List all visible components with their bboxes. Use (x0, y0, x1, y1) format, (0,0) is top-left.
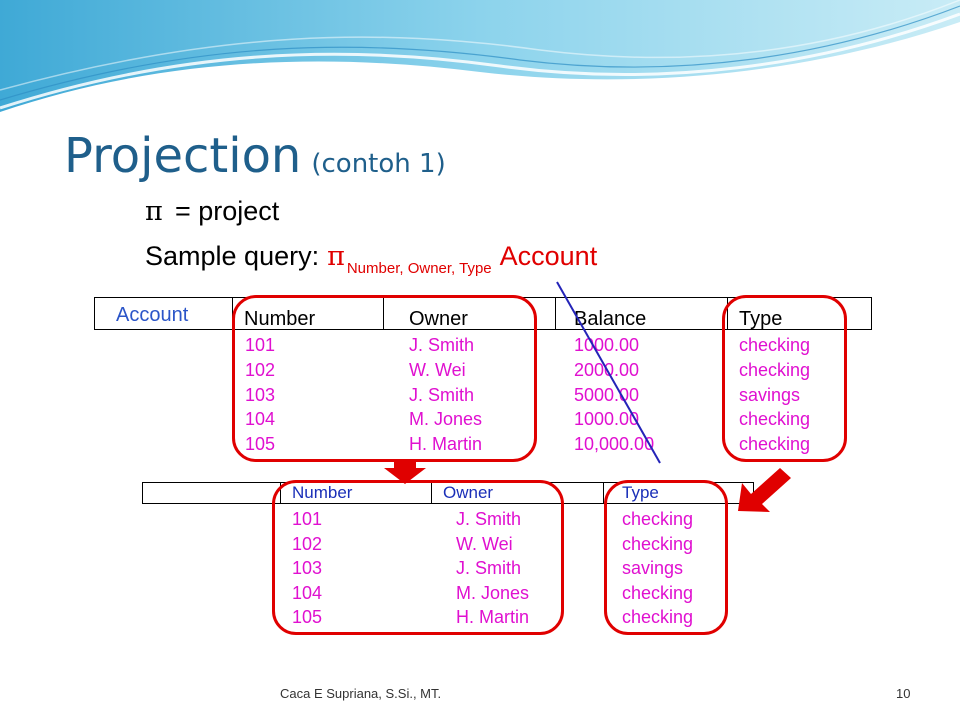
result-column-type: checking checking savings checking check… (622, 507, 693, 630)
content-area (88, 196, 878, 642)
table-cell: 103 (292, 558, 323, 578)
source-column-owner: J. Smith W. Wei J. Smith M. Jones H. Mar… (409, 333, 482, 457)
title-subtitle: (contoh 1) (311, 149, 446, 179)
highlight-type-source (722, 295, 847, 462)
source-header-owner: Owner (409, 308, 468, 330)
table-cell: 1000.00 (574, 409, 640, 430)
table-cell: 103 (245, 384, 276, 405)
table-cell: checking (739, 434, 811, 454)
footer-author: Caca E Supriana, S.Si., MT. (280, 686, 442, 701)
result-column-owner: J. Smith W. Wei J. Smith M. Jones H. Mar… (456, 507, 529, 630)
table-cell: checking (739, 409, 811, 430)
result-header-number: Number (292, 483, 353, 502)
source-header-divider (383, 297, 384, 330)
table-cell: W. Wei (409, 359, 466, 380)
title-main: Projection (64, 128, 302, 184)
table-cell: W. Wei (456, 533, 513, 554)
result-header-type: Type (622, 483, 659, 502)
source-header-type: Type (739, 308, 783, 330)
query-pi-symbol: π (327, 241, 345, 272)
definition-line: π = project (145, 196, 279, 227)
query-subscript: Number, Owner, Type (346, 260, 492, 277)
header-wave-decoration (0, 0, 960, 112)
table-cell: checking (622, 533, 694, 554)
table-cell: J. Smith (456, 558, 522, 578)
table-cell: checking (622, 582, 694, 603)
table-cell: H. Martin (409, 434, 483, 454)
source-header-divider (555, 297, 556, 330)
table-cell: checking (739, 335, 811, 355)
result-header-divider (431, 482, 432, 504)
table-cell: J. Smith (409, 384, 475, 405)
highlight-number-owner-source (232, 295, 537, 462)
query-relation: Account (499, 241, 598, 271)
result-column-number: 101 102 103 104 105 (292, 507, 322, 630)
pi-symbol: π (145, 196, 163, 227)
diagonal-arrow-icon (738, 468, 791, 512)
table-cell: 101 (245, 335, 276, 355)
result-header-owner: Owner (443, 483, 494, 502)
source-column-type: checking checking savings checking check… (739, 333, 810, 457)
result-header-divider (603, 482, 604, 504)
slide-title: Projection (contoh 1) (64, 128, 446, 184)
table-cell: checking (739, 359, 811, 380)
table-cell: savings (739, 384, 801, 405)
table-cell: 10,000.00 (574, 434, 655, 454)
table-cell: 102 (292, 533, 323, 554)
table-cell: H. Martin (456, 607, 530, 627)
table-cell: M. Jones (409, 409, 483, 430)
relation-label: Account (116, 304, 189, 326)
table-cell: 101 (292, 509, 323, 529)
down-arrow-icon (384, 460, 426, 484)
table-cell: savings (622, 558, 684, 578)
balance-strike-line (556, 281, 661, 464)
table-cell: M. Jones (456, 582, 530, 603)
table-cell: 105 (292, 607, 323, 627)
table-cell: J. Smith (456, 509, 522, 529)
footer-page-number: 10 (896, 686, 911, 701)
table-cell: 104 (292, 582, 323, 603)
table-cell: 102 (245, 359, 276, 380)
table-cell: checking (622, 509, 694, 529)
definition-text: = project (175, 196, 280, 226)
table-cell: 104 (245, 409, 276, 430)
table-cell: checking (622, 607, 694, 627)
table-cell: J. Smith (409, 335, 475, 355)
highlight-type-result (604, 480, 728, 635)
source-header-number: Number (244, 308, 316, 330)
source-header-balance: Balance (574, 308, 647, 330)
query-label: Sample query: (145, 241, 320, 271)
highlight-number-owner-result (272, 480, 564, 635)
